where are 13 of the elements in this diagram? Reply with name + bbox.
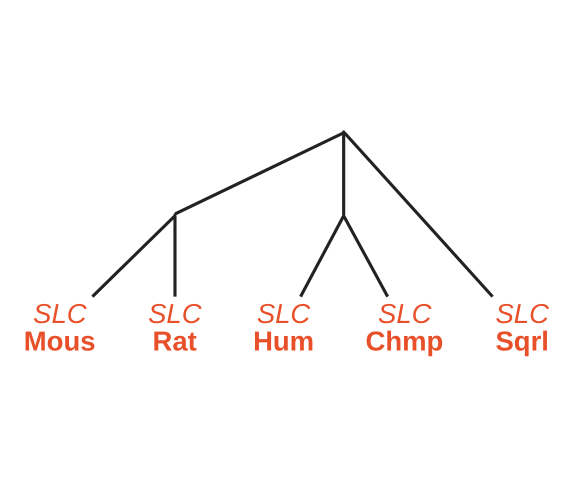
node-point <box>173 212 176 216</box>
connector <box>173 215 177 296</box>
connector <box>342 214 390 297</box>
connector <box>342 132 346 214</box>
node-point <box>342 130 346 133</box>
node-text: SLC Hum <box>253 297 314 356</box>
node-text: SLC Chmp <box>366 297 444 356</box>
node-point <box>342 212 346 216</box>
node-text: SLC Mous <box>24 297 96 356</box>
node-text: SLC Sqrl <box>495 297 549 356</box>
connector <box>299 214 345 297</box>
connector <box>91 214 176 298</box>
node-text: SLC Rat <box>148 297 202 356</box>
